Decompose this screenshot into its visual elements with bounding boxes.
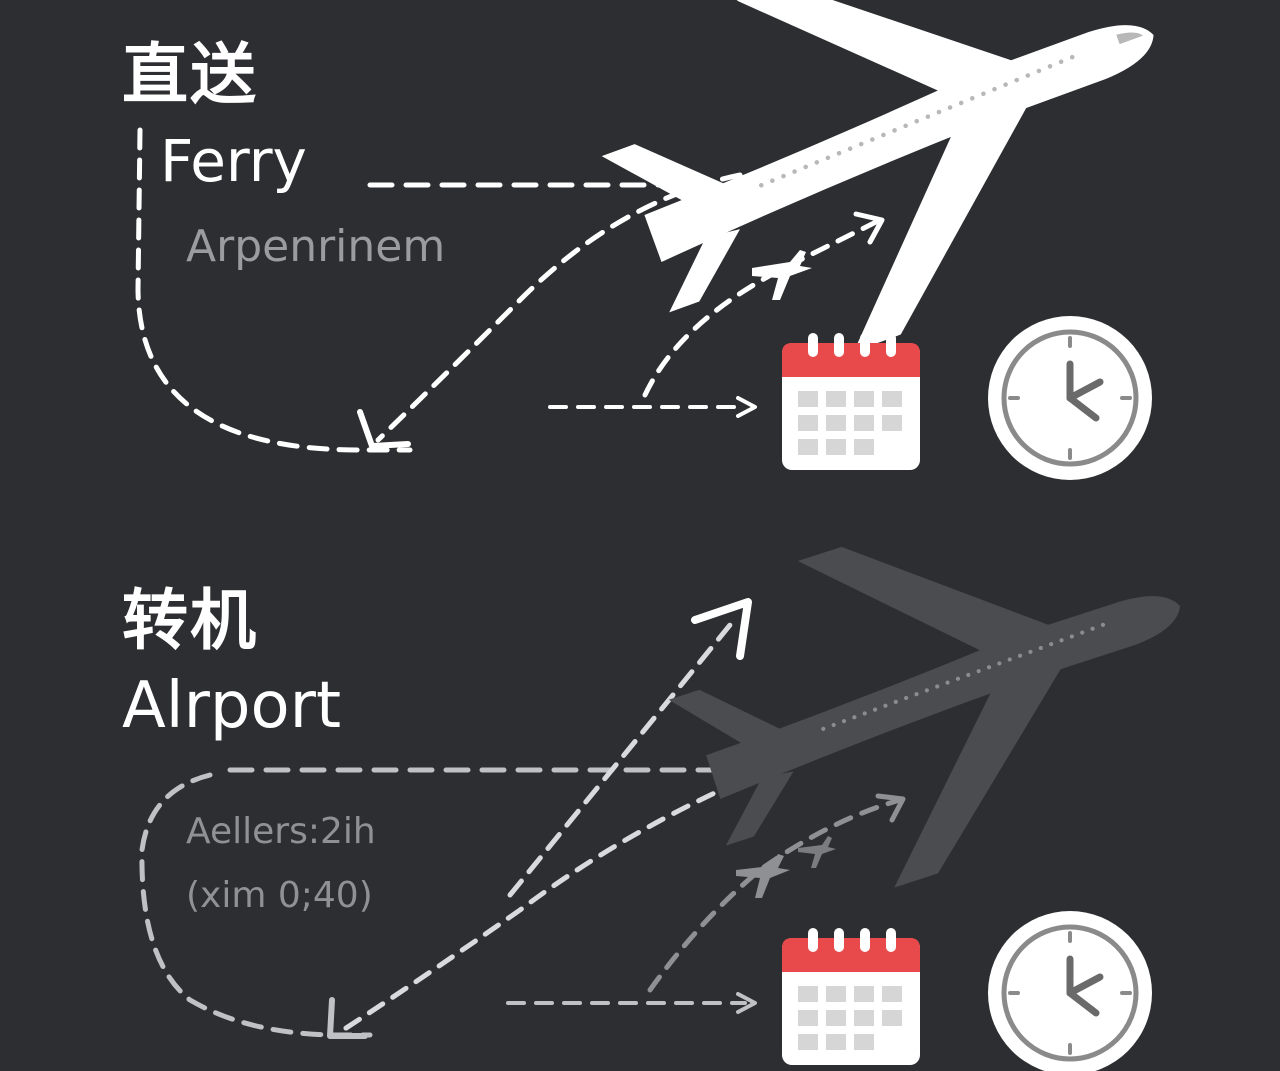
direct-return-path — [375, 172, 743, 443]
transfer-loop-path — [139, 772, 373, 1038]
direct-arrowhead-down — [357, 409, 411, 449]
direct-arrowhead-up — [853, 211, 885, 245]
direct-subtitle: Arpenrinem — [186, 221, 446, 272]
transfer-section — [139, 453, 1236, 1071]
airplane-icon — [567, 0, 1221, 410]
transfer-calendar-arrowhead — [736, 992, 757, 1014]
clock-icon — [988, 316, 1152, 480]
transfer-subtitle-1: Aellers:2ih — [186, 811, 376, 852]
transfer-arrowhead-right — [875, 793, 906, 823]
transfer-diagonal-path — [507, 622, 733, 898]
clock-icon — [988, 911, 1152, 1071]
direct-title-en: Ferry — [160, 127, 307, 195]
transfer-title-en: Alrport — [122, 669, 342, 743]
airplane-icon — [640, 453, 1236, 936]
direct-loop-path — [135, 127, 413, 453]
transfer-mini-plane-icon-1 — [736, 854, 790, 898]
transfer-arrowhead-up — [691, 598, 752, 660]
transfer-arrowhead-down — [327, 997, 368, 1039]
direct-title-zh: 直送 — [122, 36, 258, 113]
transfer-subtitle-2: (xim 0;40) — [186, 875, 373, 916]
calendar-icon — [782, 333, 920, 470]
direct-section — [135, 0, 1221, 480]
transfer-title-zh: 转机 — [122, 582, 258, 659]
direct-calendar-arrowhead — [736, 396, 757, 418]
calendar-icon — [782, 928, 920, 1065]
direct-mini-plane-icon — [752, 250, 812, 300]
transfer-mini-plane-icon-2 — [798, 836, 836, 868]
transfer-return-path — [337, 757, 793, 1035]
